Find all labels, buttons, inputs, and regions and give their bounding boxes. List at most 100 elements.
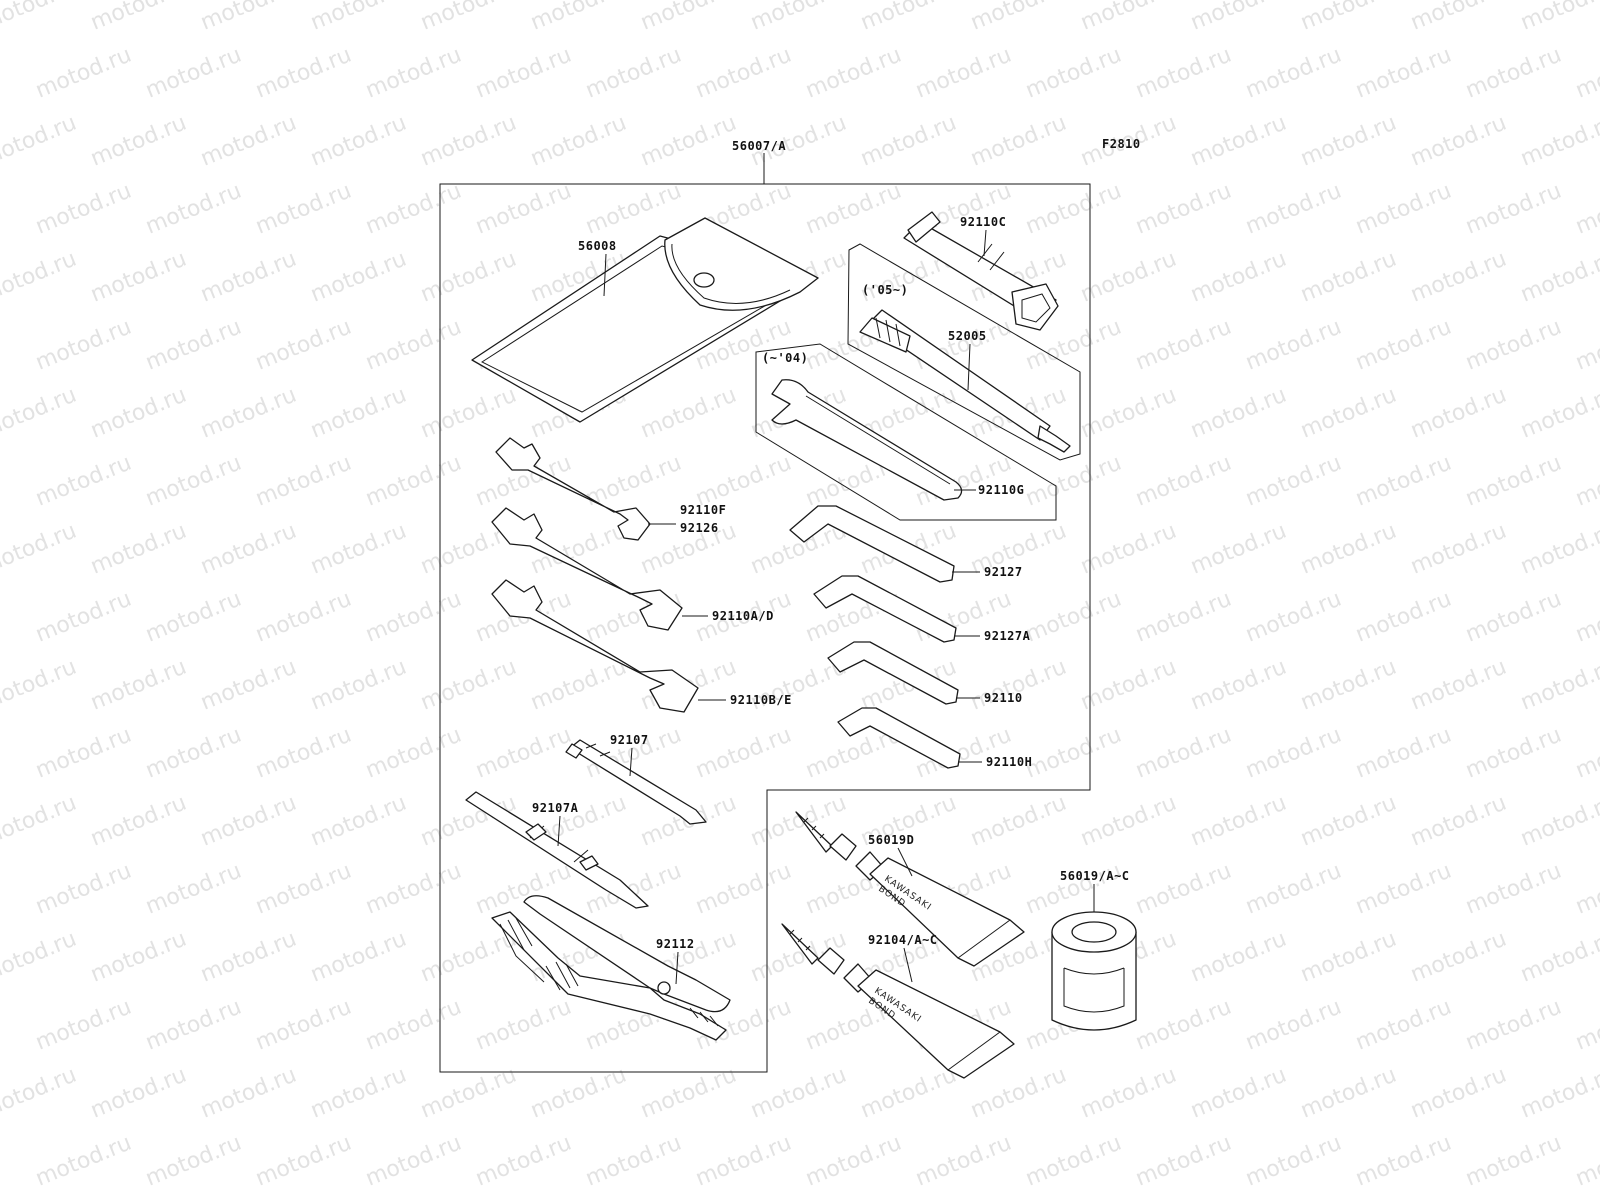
watermark-text: motod.ru <box>252 587 355 648</box>
watermark-text: motod.ru <box>197 247 300 308</box>
watermark-text: motod.ru <box>87 383 190 444</box>
watermark-text: motod.ru <box>1297 383 1400 444</box>
watermark-text: motod.ru <box>857 0 960 36</box>
watermark-text: motod.ru <box>362 43 465 104</box>
watermark-text: motod.ru <box>1352 995 1455 1056</box>
watermark-text: motod.ru <box>1187 1063 1290 1124</box>
watermark-text: motod.ru <box>1407 655 1510 716</box>
watermark-text: motod.ru <box>1132 43 1235 104</box>
watermark-text: motod.ru <box>1297 111 1400 172</box>
watermark-text: motod.ru <box>362 1131 465 1192</box>
watermark-text: motod.ru <box>362 587 465 648</box>
watermark-text: motod.ru <box>0 0 80 36</box>
label-52005: 52005 <box>948 329 987 343</box>
watermark-text: motod.ru <box>197 655 300 716</box>
watermark-text: motod.ru <box>1077 1063 1180 1124</box>
watermark-text: motod.ru <box>1187 519 1290 580</box>
hex-key-3 <box>827 641 959 705</box>
label-92110b-e: 92110B/E <box>730 693 792 707</box>
watermark-text: motod.ru <box>747 0 850 36</box>
watermark-text: motod.ru <box>417 247 520 308</box>
pliers <box>491 895 731 1041</box>
watermark-text: motod.ru <box>1132 1131 1235 1192</box>
watermark-text: motod.ru <box>87 927 190 988</box>
watermark-text: motod.ru <box>1297 655 1400 716</box>
label-92110h: 92110H <box>986 755 1032 769</box>
watermark-text: motod.ru <box>1297 247 1400 308</box>
watermark-text: motod.ru <box>1352 859 1455 920</box>
watermark-text: motod.ru <box>1517 0 1600 36</box>
watermark-text: motod.ru <box>87 655 190 716</box>
watermark-text: motod.ru <box>252 723 355 784</box>
watermark-text: motod.ru <box>362 859 465 920</box>
watermark-text: motod.ru <box>582 1131 685 1192</box>
watermark-text: motod.ru <box>417 0 520 36</box>
watermark-text: motod.ru <box>1132 315 1235 376</box>
watermark-text: motod.ru <box>1242 451 1345 512</box>
wrench-medium <box>491 507 683 631</box>
watermark-text: motod.ru <box>1077 655 1180 716</box>
watermark-text: motod.ru <box>307 655 410 716</box>
watermark-text: motod.ru <box>1187 111 1290 172</box>
watermark-text: motod.ru <box>87 0 190 36</box>
watermark-text: motod.ru <box>1407 111 1510 172</box>
watermark-text: motod.ru <box>1187 791 1290 852</box>
watermark-text: motod.ru <box>1022 587 1125 648</box>
watermark-text: motod.ru <box>307 791 410 852</box>
label-92110c: 92110C <box>960 215 1006 229</box>
watermark-text: motod.ru <box>1517 655 1600 716</box>
leader-56019d <box>897 847 913 877</box>
watermark-text: motod.ru <box>252 859 355 920</box>
screwdriver-handle <box>465 791 649 909</box>
watermark-text: motod.ru <box>1077 519 1180 580</box>
watermark-text: motod.ru <box>1517 111 1600 172</box>
watermark-text: motod.ru <box>1517 383 1600 444</box>
watermark-text: motod.ru <box>32 587 135 648</box>
watermark-text: motod.ru <box>802 179 905 240</box>
watermark-text: motod.ru <box>802 43 905 104</box>
label-range-04: (~'04) <box>762 351 808 365</box>
label-92127a: 92127A <box>984 629 1031 643</box>
watermark-text: motod.ru <box>0 791 80 852</box>
watermark-text: motod.ru <box>32 315 135 376</box>
watermark-text: motod.ru <box>142 1131 245 1192</box>
watermark-text: motod.ru <box>1077 383 1180 444</box>
watermark-text: motod.ru <box>1187 927 1290 988</box>
leader-92107a <box>557 815 561 847</box>
watermark-text: motod.ru <box>197 0 300 36</box>
watermark-text: motod.ru <box>87 519 190 580</box>
watermark-text: motod.ru <box>252 995 355 1056</box>
watermark-text: motod.ru <box>1242 315 1345 376</box>
watermark-text: motod.ru <box>1297 791 1400 852</box>
label-92127: 92127 <box>984 565 1023 579</box>
label-92110f: 92110F <box>680 503 726 517</box>
watermark-text: motod.ru <box>582 43 685 104</box>
tool-kit-outline <box>439 183 1091 1073</box>
watermark-text: motod.ru <box>1132 859 1235 920</box>
watermark-text: motod.ru <box>142 43 245 104</box>
watermark-text: motod.ru <box>252 179 355 240</box>
screwdriver-bit <box>565 739 707 825</box>
watermark-text: motod.ru <box>417 111 520 172</box>
label-92107a: 92107A <box>532 801 579 815</box>
watermark-text: motod.ru <box>1242 43 1345 104</box>
watermark-text: motod.ru <box>912 43 1015 104</box>
watermark-text: motod.ru <box>252 43 355 104</box>
watermark-text: motod.ru <box>1462 587 1565 648</box>
watermark-text: motod.ru <box>307 1063 410 1124</box>
watermark-text: motod.ru <box>527 0 630 36</box>
label-92107: 92107 <box>610 733 649 747</box>
watermark-text: motod.ru <box>1572 179 1600 240</box>
leader-92110c <box>983 229 987 257</box>
watermark-text: motod.ru <box>1462 995 1565 1056</box>
watermark-text: motod.ru <box>362 179 465 240</box>
watermark-text: motod.ru <box>197 791 300 852</box>
watermark-text: motod.ru <box>32 179 135 240</box>
watermark-text: motod.ru <box>1462 43 1565 104</box>
watermark-text: motod.ru <box>1132 587 1235 648</box>
label-92110: 92110 <box>984 691 1023 705</box>
watermark-text: motod.ru <box>1462 179 1565 240</box>
watermark-text: motod.ru <box>197 111 300 172</box>
watermark-text: motod.ru <box>1297 927 1400 988</box>
